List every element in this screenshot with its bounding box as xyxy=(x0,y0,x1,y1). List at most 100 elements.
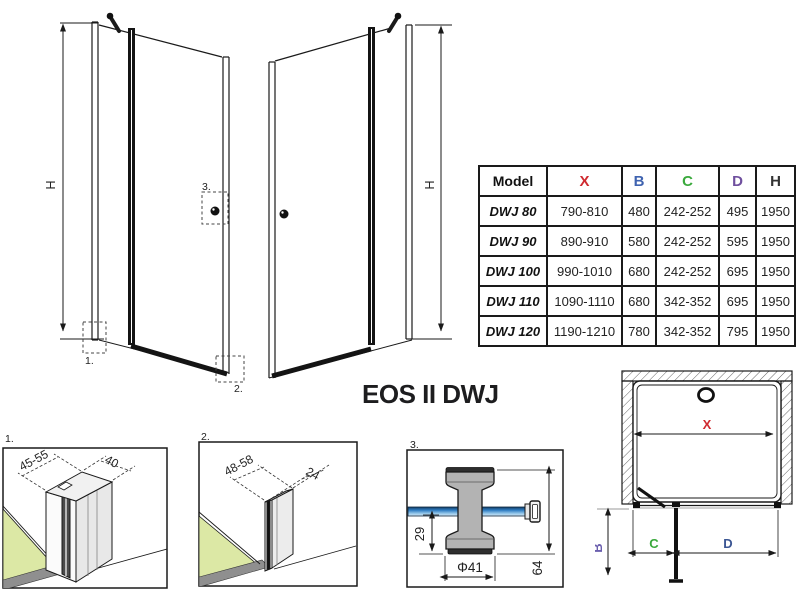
door-opening-edge-right xyxy=(268,61,276,378)
pivot-knob xyxy=(445,467,495,555)
detail-3-pivot-knob: 3. 29 Φ41 xyxy=(406,439,564,588)
detail-3-label: 3. xyxy=(410,439,419,451)
header-model: Model xyxy=(478,165,548,197)
dim-d-label: D xyxy=(723,536,732,551)
dim-48-58 xyxy=(229,464,293,501)
cell-model: DWJ 100 xyxy=(478,255,548,287)
header-c: C xyxy=(655,165,720,197)
cell-c: 342-352 xyxy=(655,315,720,347)
hinge-profile-left xyxy=(128,28,135,345)
bottom-rail-left xyxy=(130,343,228,377)
door-open-position xyxy=(669,502,683,583)
cell-c: 242-252 xyxy=(655,195,720,227)
dim-diameter-label: Φ41 xyxy=(457,560,483,575)
floor-junction-right xyxy=(273,545,357,570)
dim-c: C xyxy=(627,536,675,556)
wall-profile-left xyxy=(91,21,99,341)
door-view-right: H xyxy=(268,12,452,379)
spec-table-wrap: Model X B C D H DWJ 80 790-810 480 242-2… xyxy=(478,165,796,347)
callout-2-label: 2. xyxy=(234,383,243,395)
cell-h: 1950 xyxy=(755,285,796,317)
wall-profile-right xyxy=(405,24,413,340)
callout-1: 1. xyxy=(82,321,107,367)
door-view-left: H xyxy=(44,12,245,395)
cell-model: DWJ 110 xyxy=(478,285,548,317)
table-row: DWJ 120 1190-1210 780 342-352 795 1950 xyxy=(478,315,796,347)
cell-model: DWJ 90 xyxy=(478,225,548,257)
cell-h: 1950 xyxy=(755,195,796,227)
wall-right xyxy=(780,380,793,505)
door-knob-icon-left xyxy=(210,206,220,216)
shower-tray-inner xyxy=(636,384,778,499)
dim-b: B xyxy=(595,507,629,576)
door-opening-edge-left xyxy=(222,56,230,374)
dim-64: 64 xyxy=(497,465,555,576)
cell-x: 890-910 xyxy=(546,225,623,257)
profile-top-notch xyxy=(57,481,73,491)
dim-x-label: X xyxy=(703,417,712,432)
dim-d: D xyxy=(671,536,777,556)
door-front-views: H xyxy=(44,12,452,395)
cell-d: 695 xyxy=(718,255,757,287)
header-h: H xyxy=(755,165,796,197)
cell-b: 480 xyxy=(621,195,657,227)
drain-icon xyxy=(697,387,715,403)
shower-tray-outer xyxy=(632,380,782,503)
dim-24 xyxy=(271,464,330,499)
header-d: D xyxy=(718,165,757,197)
table-row: DWJ 80 790-810 480 242-252 495 1950 xyxy=(478,195,796,227)
callout-2: 2. xyxy=(215,355,245,395)
dim-40 xyxy=(83,455,136,481)
wall-left xyxy=(621,380,634,505)
detail-1-label: 1. xyxy=(5,433,14,445)
height-dimension-right: H xyxy=(412,24,452,340)
detail-1-wall-profile: 1. 45-55 xyxy=(2,433,168,589)
cell-x: 790-810 xyxy=(546,195,623,227)
table-header-row: Model X B C D H xyxy=(478,165,796,197)
dim-29: 29 xyxy=(412,510,443,555)
cell-h: 1950 xyxy=(755,255,796,287)
callout-3: 3. xyxy=(201,181,229,225)
profile-front-face xyxy=(45,491,77,583)
dim-c-label: C xyxy=(649,536,659,551)
door-edge-extrusion xyxy=(264,488,294,572)
knob-body xyxy=(445,471,495,550)
hinge-handle-icon-right xyxy=(387,12,402,33)
callout-3-label: 3. xyxy=(202,181,211,193)
dim-64-label: 64 xyxy=(530,560,545,576)
door-track xyxy=(633,502,781,509)
cell-d: 795 xyxy=(718,315,757,347)
height-dimension-left: H xyxy=(44,22,104,340)
door-knob-icon-right xyxy=(279,209,289,219)
dim-45-55 xyxy=(17,453,82,491)
spec-table: Model X B C D H DWJ 80 790-810 480 242-2… xyxy=(478,165,796,347)
dim-b-label: B xyxy=(595,543,605,552)
detail-2-label: 2. xyxy=(201,431,210,443)
callout-1-label: 1. xyxy=(85,355,94,367)
dim-29-label: 29 xyxy=(412,527,427,541)
wall-top xyxy=(621,370,793,382)
cell-b: 680 xyxy=(621,255,657,287)
header-x: X xyxy=(546,165,623,197)
glass-edge-stripe xyxy=(266,499,271,571)
top-view-schematic: X B C D xyxy=(595,370,793,583)
glass-end-cap xyxy=(524,500,541,523)
bottom-rail-right xyxy=(271,346,372,379)
hinge-handle-icon-left xyxy=(106,12,121,33)
profile-extrusion xyxy=(44,471,114,583)
dim-40-label: 40 xyxy=(103,452,122,471)
edge-top-face xyxy=(264,488,294,503)
cell-b: 680 xyxy=(621,285,657,317)
profile-top-face xyxy=(44,471,114,502)
cell-d: 595 xyxy=(718,225,757,257)
dim-24-label: 24 xyxy=(304,464,323,483)
cell-b: 780 xyxy=(621,315,657,347)
hinge-profile-right xyxy=(368,27,375,345)
table-row: DWJ 110 1090-1110 680 342-352 695 1950 xyxy=(478,285,796,317)
cell-h: 1950 xyxy=(755,225,796,257)
edge-right-face xyxy=(271,488,294,569)
cell-model: DWJ 120 xyxy=(478,315,548,347)
table-row: DWJ 90 890-910 580 242-252 595 1950 xyxy=(478,225,796,257)
cell-model: DWJ 80 xyxy=(478,195,548,227)
